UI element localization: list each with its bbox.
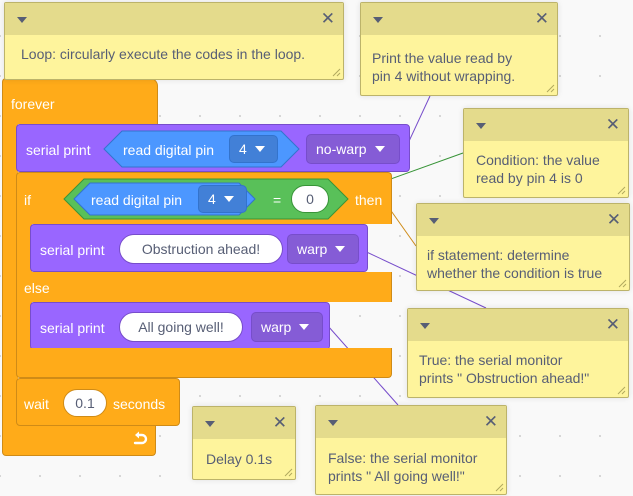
comment-text[interactable]: Condition: the value read by pin 4 is 0 <box>476 152 600 186</box>
pin-value-2: 4 <box>208 191 216 207</box>
resize-handle-icon[interactable] <box>331 67 341 77</box>
mode-value-2: warp <box>297 241 328 257</box>
mode-dropdown-1[interactable]: no-warp <box>306 134 400 164</box>
resize-handle-icon[interactable] <box>283 467 293 477</box>
comment-text[interactable]: if statement: determine whether the cond… <box>427 247 603 281</box>
comment-if[interactable]: ✕ if statement: determine whether the co… <box>416 203 630 291</box>
mode-value-3: warp <box>261 319 292 335</box>
chevron-down-icon[interactable] <box>205 421 215 427</box>
pin-dropdown-1[interactable]: 4 <box>229 135 278 163</box>
close-icon[interactable]: ✕ <box>605 315 620 334</box>
close-icon[interactable]: ✕ <box>272 413 287 432</box>
forever-block-bottom[interactable] <box>2 424 156 456</box>
serial-print-label-3: serial print <box>40 320 105 336</box>
else-bar: else <box>16 272 392 302</box>
serial-print-block-2[interactable]: serial print Obstruction ahead! warp <box>30 224 368 272</box>
comment-text[interactable]: True: the serial monitor prints " Obstru… <box>419 352 590 386</box>
comment-text[interactable]: Delay 0.1s <box>206 451 273 467</box>
chevron-down-icon[interactable] <box>420 323 430 329</box>
read-digital-pin-label-1: read digital pin <box>123 142 215 158</box>
else-label: else <box>24 280 50 296</box>
serial-print-label-2: serial print <box>40 242 105 258</box>
comment-text[interactable]: False: the serial monitor prints " All g… <box>328 450 478 484</box>
mode-dropdown-3[interactable]: warp <box>251 312 323 342</box>
forever-block-arm <box>2 124 18 372</box>
mode-value-1: no-warp <box>316 141 367 157</box>
wait-block[interactable]: wait 0.1 seconds <box>16 378 180 426</box>
if-block-bottom <box>16 348 392 378</box>
comment-top-bar[interactable] <box>316 406 506 438</box>
chevron-down-icon[interactable] <box>373 17 383 23</box>
chevron-down-icon <box>254 146 265 152</box>
chevron-down-icon[interactable] <box>328 420 338 426</box>
resize-handle-icon[interactable] <box>545 83 555 93</box>
pin-value-1: 4 <box>239 141 247 157</box>
comment-top-bar[interactable] <box>5 3 343 35</box>
chevron-down-icon <box>374 146 385 152</box>
comment-condition[interactable]: ✕ Condition: the value read by pin 4 is … <box>463 108 629 198</box>
close-icon[interactable]: ✕ <box>320 9 335 28</box>
close-icon[interactable]: ✕ <box>605 115 620 134</box>
resize-handle-icon[interactable] <box>616 185 626 195</box>
resize-handle-icon[interactable] <box>616 385 626 395</box>
wait-seconds-input[interactable]: 0.1 <box>63 389 107 417</box>
serial-print-block-1[interactable]: serial print read digital pin 4 no-warp <box>16 124 410 172</box>
forever-label: forever <box>11 96 55 112</box>
equals-sign: = <box>273 192 282 208</box>
close-icon[interactable]: ✕ <box>534 9 549 28</box>
wait-label: wait <box>24 396 49 412</box>
read-digital-pin-label-2: read digital pin <box>91 192 183 208</box>
chevron-down-icon <box>299 324 310 330</box>
chevron-down-icon <box>335 246 346 252</box>
if-label: if <box>24 192 31 208</box>
comment-top-bar[interactable] <box>408 309 628 341</box>
forever-block-top[interactable]: forever <box>2 78 158 124</box>
mode-dropdown-2[interactable]: warp <box>287 234 359 264</box>
comment-false[interactable]: ✕ False: the serial monitor prints " All… <box>315 405 507 495</box>
text-value-obstruction: Obstruction ahead! <box>141 241 261 257</box>
compare-value-input[interactable]: 0 <box>291 185 329 213</box>
comment-text[interactable]: Loop: circularly execute the codes in th… <box>21 46 306 62</box>
comment-print[interactable]: ✕ Print the value read by pin 4 without … <box>360 2 558 96</box>
chevron-down-icon <box>223 196 234 202</box>
pin-dropdown-2[interactable]: 4 <box>198 185 247 213</box>
chevron-down-icon[interactable] <box>429 218 439 224</box>
comment-top-bar[interactable] <box>464 109 628 141</box>
close-icon[interactable]: ✕ <box>483 412 498 431</box>
comment-delay[interactable]: ✕ Delay 0.1s <box>192 406 296 480</box>
serial-print-label-1: serial print <box>26 142 91 158</box>
text-value-all-going-well: All going well! <box>138 319 224 335</box>
serial-print-block-3[interactable]: serial print All going well! warp <box>30 302 330 350</box>
chevron-down-icon[interactable] <box>17 17 27 23</box>
resize-handle-icon[interactable] <box>617 278 627 288</box>
comment-top-bar[interactable] <box>361 3 557 35</box>
close-icon[interactable]: ✕ <box>606 210 621 229</box>
comment-true[interactable]: ✕ True: the serial monitor prints " Obst… <box>407 308 629 398</box>
comment-top-bar[interactable] <box>417 204 629 236</box>
comment-loop[interactable]: ✕ Loop: circularly execute the codes in … <box>4 2 344 80</box>
text-input-all-going-well[interactable]: All going well! <box>119 312 243 342</box>
compare-value: 0 <box>306 191 314 207</box>
loop-arrow-icon <box>131 430 149 453</box>
else-block-arm <box>16 302 32 350</box>
resize-handle-icon[interactable] <box>494 482 504 492</box>
comment-text[interactable]: Print the value read by pin 4 without wr… <box>372 50 516 84</box>
seconds-label: seconds <box>113 396 166 412</box>
if-block-top[interactable]: if then read digital pin 4 = 0 <box>16 172 392 224</box>
if-block-arm <box>16 224 32 274</box>
then-label: then <box>355 192 383 208</box>
chevron-down-icon[interactable] <box>476 123 486 129</box>
text-input-obstruction[interactable]: Obstruction ahead! <box>119 234 283 264</box>
wait-seconds-value: 0.1 <box>75 395 95 411</box>
